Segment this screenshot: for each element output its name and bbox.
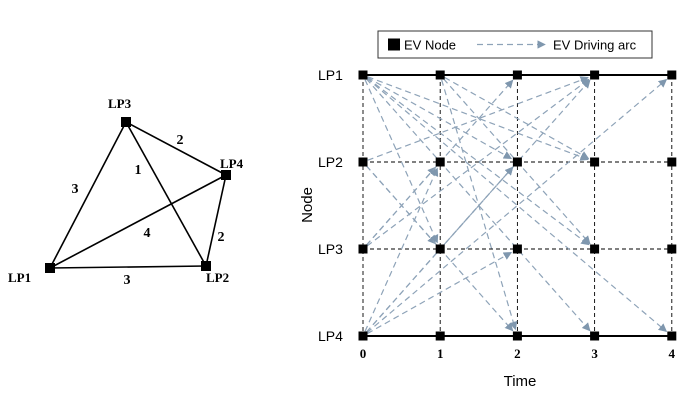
network-edge-lp1-lp3 (49, 121, 127, 269)
driving-arc (441, 79, 518, 331)
row-label-lp2: LP2 (318, 154, 343, 170)
network-edge-lp1-lp4 (49, 174, 227, 269)
ev-node-lp2-t1 (435, 157, 445, 167)
ev-node-lp4-t1 (435, 331, 445, 341)
row-label-lp4: LP4 (318, 328, 343, 344)
driving-arc (443, 166, 514, 246)
network-edge-lp3-lp2 (125, 121, 207, 267)
ev-node-lp3-t1 (435, 244, 445, 254)
driving-arc (365, 78, 591, 332)
ev-node-lp2-t4 (667, 157, 677, 167)
ev-node-lp2-t0 (358, 157, 368, 167)
edge-weight-lp1-lp4: 4 (144, 226, 151, 241)
time-tick-2: 2 (514, 346, 521, 361)
row-label-lp1: LP1 (318, 67, 343, 83)
ev-node-lp1-t3 (590, 70, 600, 80)
ev-node-lp2-t3 (590, 157, 600, 167)
edge-weight-lp1-lp2: 3 (124, 273, 131, 288)
ev-nodes (358, 70, 677, 341)
driving-arc (364, 167, 439, 332)
ev-node-lp4-t2 (512, 331, 522, 341)
y-axis-label: Node (299, 187, 316, 223)
driving-arc (367, 76, 513, 160)
network-edge-lp1-lp2 (49, 265, 207, 269)
ev-node-lp1-t1 (435, 70, 445, 80)
ev-node-lp4-t4 (667, 331, 677, 341)
network-node-lp4 (221, 170, 231, 180)
driving-arc (366, 77, 590, 246)
ev-node-lp3-t3 (590, 244, 600, 254)
legend: EV Node EV Driving arc (377, 30, 653, 59)
driving-arc (366, 78, 668, 334)
time-tick-4: 4 (669, 346, 676, 361)
row-label-lp3: LP3 (318, 241, 343, 257)
legend-node-label: EV Node (404, 38, 456, 53)
driving-arcs (364, 76, 668, 335)
time-tick-labels: 0 1 2 3 4 (360, 346, 676, 361)
edge-weight-lp4-lp2: 2 (218, 230, 225, 245)
time-tick-0: 0 (360, 346, 367, 361)
driving-arc (444, 76, 590, 160)
ev-node-lp3-t2 (512, 244, 522, 254)
time-tick-3: 3 (591, 346, 598, 361)
edge-weight-lp3-lp2: 1 (135, 163, 142, 178)
edge-weight-lp3-lp4: 2 (177, 133, 184, 148)
network-edge-lp4-lp2 (205, 174, 227, 267)
network-node-label-lp4: LP4 (220, 156, 244, 171)
ev-node-lp4-t3 (590, 331, 600, 341)
network-node-lp2 (201, 261, 211, 271)
driving-arc (366, 78, 590, 247)
ev-node-lp1-t0 (358, 70, 368, 80)
ev-node-lp3-t4 (667, 244, 677, 254)
network-node-label-lp3: LP3 (108, 96, 132, 111)
ev-node-lp3-t0 (358, 244, 368, 254)
network-node-lp3 (121, 117, 131, 127)
ev-node-lp4-t0 (358, 331, 368, 341)
driving-arc (367, 251, 513, 335)
driving-arc (365, 79, 591, 333)
ev-node-lp1-t2 (512, 70, 522, 80)
network-node-lp1 (45, 263, 55, 273)
network-node-label-lp2: LP2 (206, 270, 229, 285)
legend-box (377, 30, 653, 59)
time-tick-1: 1 (437, 346, 444, 361)
edge-weight-lp1-lp3: 3 (72, 182, 79, 197)
network-edge-lp3-lp4 (125, 121, 227, 176)
ev-node-lp1-t4 (667, 70, 677, 80)
legend-node-marker (388, 38, 400, 51)
ev-node-lp2-t2 (512, 157, 522, 167)
network-node-label-lp1: LP1 (8, 270, 31, 285)
driving-arc (366, 77, 668, 333)
x-axis-label: Time (504, 373, 537, 390)
legend-arc-label: EV Driving arc (553, 38, 637, 53)
